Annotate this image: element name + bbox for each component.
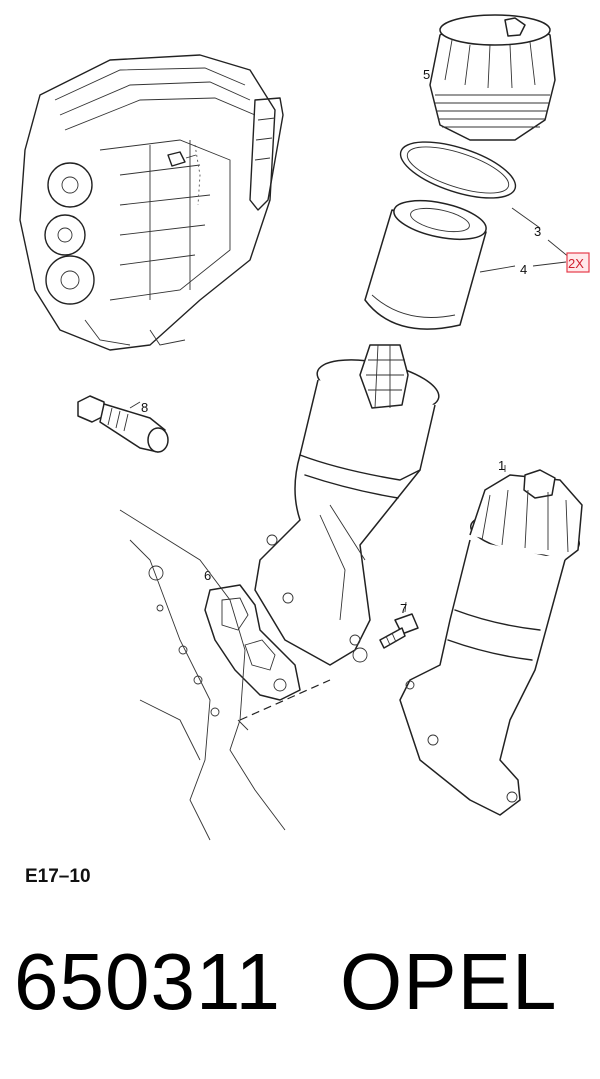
- screw-part-7: 7: [379, 601, 419, 649]
- quantity-tag-2x: 2X: [566, 252, 590, 273]
- callout-4: 4: [520, 262, 527, 277]
- sensor-bolt-part-8: 8: [77, 395, 169, 453]
- callout-7: 7: [400, 601, 407, 616]
- filter-element-part-4: 4: [364, 199, 567, 330]
- exploded-parts-diagram: 5 3 4 2X 8: [19, 14, 590, 841]
- part-number: 650311: [14, 937, 282, 1026]
- callout-6: 6: [204, 568, 211, 583]
- brand-name: OPEL: [340, 937, 558, 1026]
- filter-cap-part-5: 5: [423, 14, 556, 141]
- callout-5: 5: [423, 67, 430, 82]
- assembly-line: [239, 679, 331, 721]
- quantity-tag-2x-text: 2X: [568, 256, 584, 271]
- callout-8: 8: [141, 400, 148, 415]
- figure-code: E17–10: [25, 866, 91, 887]
- engine-overview-illustration: [19, 54, 284, 351]
- oil-filter-housing: [254, 344, 440, 666]
- complete-filter-assembly-part-1: 1: [399, 458, 583, 816]
- engine-block-section: [119, 509, 286, 841]
- callout-3: 3: [534, 224, 541, 239]
- housing-gasket-part-6: 6: [204, 568, 301, 701]
- o-ring-part-3: 3: [399, 141, 571, 259]
- callout-1: 1: [498, 458, 505, 473]
